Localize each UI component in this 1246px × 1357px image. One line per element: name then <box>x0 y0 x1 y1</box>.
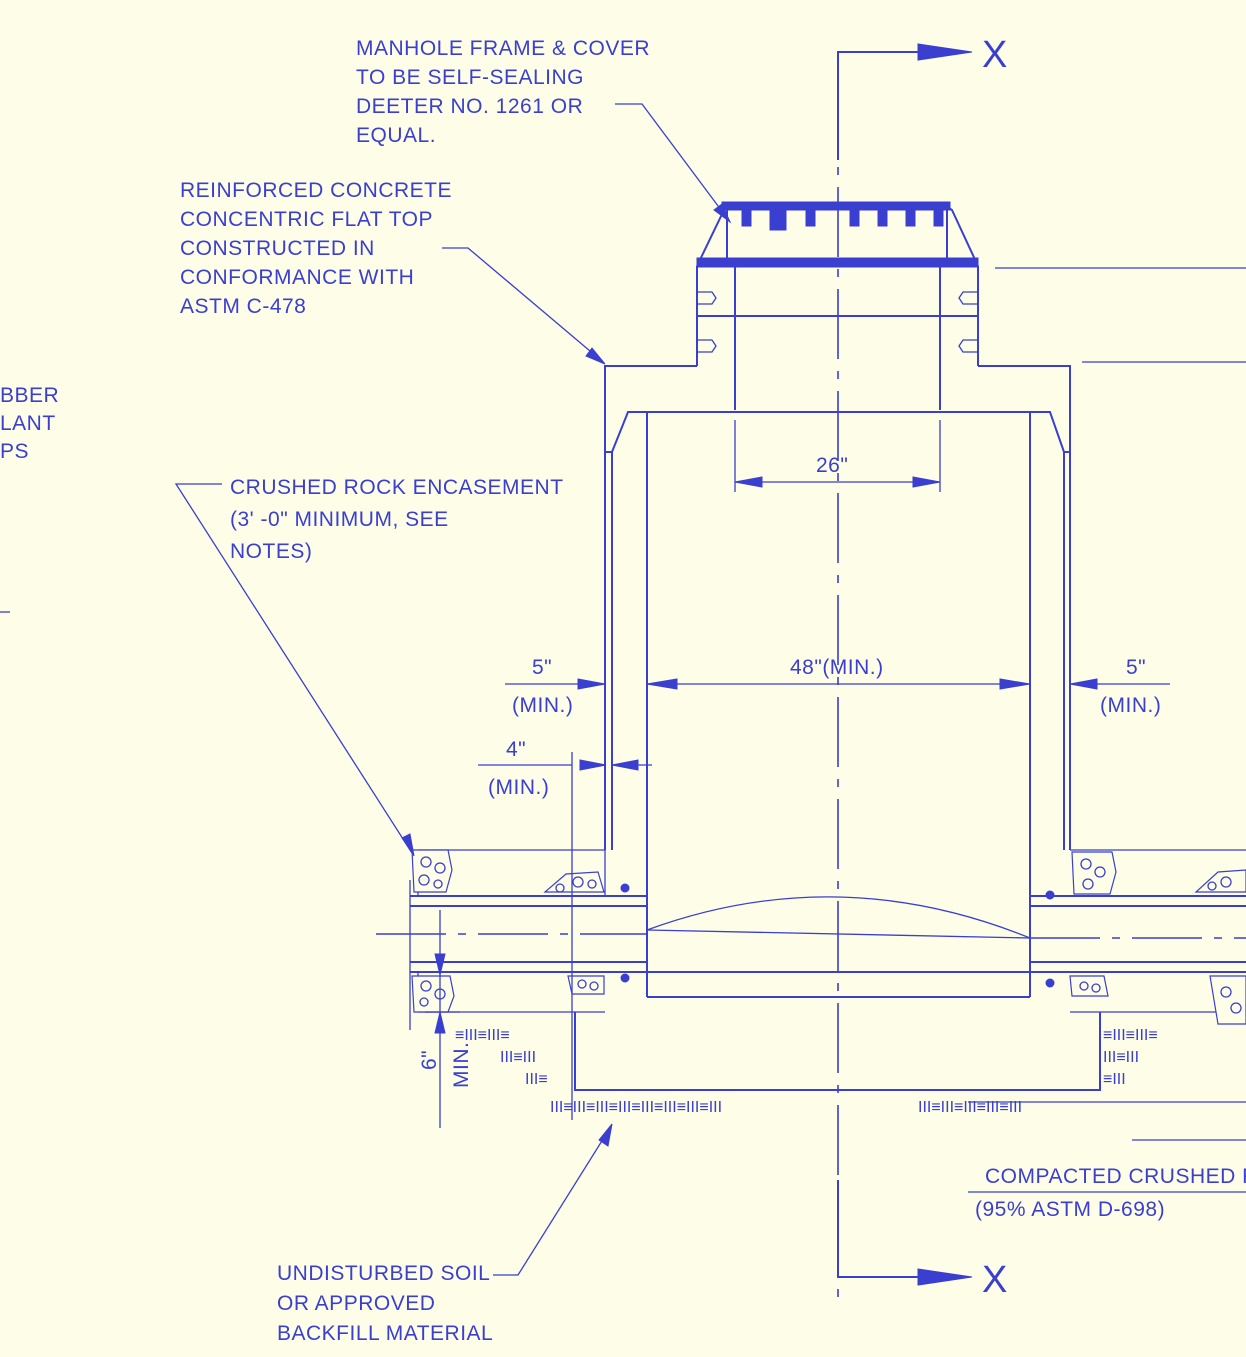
base-slab <box>574 1012 1101 1091</box>
manhole-riser <box>646 412 1031 998</box>
label-rock-encasement: CRUSHED ROCK ENCASEMENT (3' -0" MINIMUM,… <box>174 476 564 857</box>
label-left-cut: BBER LANT PS <box>0 384 59 613</box>
label-undisturbed-soil-line2: OR APPROVED <box>277 1292 435 1315</box>
flat-top-slab <box>604 365 1071 850</box>
invert-channel <box>646 896 1031 973</box>
reference-lines-right <box>968 267 1246 1141</box>
hatch-bottom-left: III≡III≡III≡III≡III≡III≡III≡III <box>550 1099 722 1116</box>
label-rock-encasement-line2: (3' -0" MINIMUM, SEE <box>230 508 449 531</box>
hatch-left-row1: ≡III≡III≡ <box>455 1027 510 1044</box>
label-flat-top-line5: ASTM C-478 <box>180 295 306 318</box>
label-undisturbed-soil-line1: UNDISTURBED SOIL <box>277 1262 490 1285</box>
hatch-right-row3: ≡III <box>1103 1071 1126 1088</box>
dimension-step-min: (MIN.) <box>488 776 549 799</box>
label-undisturbed-soil-line3: BACKFILL MATERIAL <box>277 1322 493 1345</box>
label-frame-cover-line2: TO BE SELF-SEALING <box>356 66 584 89</box>
label-left-cut-line2: LANT <box>0 412 56 435</box>
label-compacted-rock-line1: COMPACTED CRUSHED R <box>985 1165 1246 1188</box>
dimension-wall-left: 5" (MIN.) <box>505 656 606 717</box>
label-frame-cover: MANHOLE FRAME & COVER TO BE SELF-SEALING… <box>356 37 732 224</box>
label-frame-cover-line3: DEETER NO. 1261 OR <box>356 95 583 118</box>
dimension-wall-left-min: (MIN.) <box>512 694 573 717</box>
grade-rings <box>696 266 979 410</box>
dimension-wall-left-value: 5" <box>532 656 552 679</box>
label-frame-cover-line4: EQUAL. <box>356 124 436 147</box>
label-compacted-rock-line2: (95% ASTM D-698) <box>975 1198 1165 1221</box>
label-left-cut-line1: BBER <box>0 384 59 407</box>
section-mark-bottom-label: X <box>982 1259 1008 1301</box>
label-frame-cover-line1: MANHOLE FRAME & COVER <box>356 37 650 60</box>
dimension-opening-label: 26" <box>816 454 848 477</box>
label-undisturbed-soil: UNDISTURBED SOIL OR APPROVED BACKFILL MA… <box>277 1123 613 1345</box>
dimension-wall-right: 5" (MIN.) <box>1069 656 1170 717</box>
dimension-wall-right-value: 5" <box>1126 656 1146 679</box>
dimension-wall-right-min: (MIN.) <box>1100 694 1161 717</box>
label-flat-top-line1: REINFORCED CONCRETE <box>180 179 452 202</box>
dimension-base: 6" MIN. <box>418 910 473 1128</box>
label-flat-top-line4: CONFORMANCE WITH <box>180 266 414 289</box>
rock-aggregate <box>411 849 1246 1025</box>
section-mark-bottom: X <box>837 1180 1008 1301</box>
pipe-outlet-right <box>1030 895 1246 973</box>
dimension-opening: 26" <box>734 420 941 492</box>
crushed-rock-encasement <box>417 849 1246 1013</box>
label-rock-encasement-line1: CRUSHED ROCK ENCASEMENT <box>230 476 564 499</box>
hatch-right-row2: III≡III <box>1103 1049 1139 1066</box>
section-mark-top: X <box>837 34 1008 160</box>
dimension-base-min: MIN. <box>450 1042 473 1088</box>
section-mark-top-label: X <box>982 34 1008 76</box>
hatch-left-row2: III≡III <box>500 1049 536 1066</box>
dimension-step-value: 4" <box>506 738 526 761</box>
label-flat-top-line3: CONSTRUCTED IN <box>180 237 375 260</box>
dimension-base-value: 6" <box>418 1050 441 1070</box>
hatch-bottom-right: III≡III≡III≡III≡III <box>918 1099 1022 1116</box>
hatch-left-row3: III≡ <box>525 1071 548 1088</box>
dimension-inside-diameter: 48"(MIN.) <box>646 656 1031 690</box>
hatch-right-row1: ≡III≡III≡ <box>1103 1027 1158 1044</box>
label-flat-top-line2: CONCENTRIC FLAT TOP <box>180 208 433 231</box>
dimension-step: 4" (MIN.) <box>478 738 652 1120</box>
manhole-frame-cover <box>696 201 979 268</box>
rubber-sealant-dots <box>620 883 1055 988</box>
label-rock-encasement-line3: NOTES) <box>230 540 312 563</box>
label-flat-top: REINFORCED CONCRETE CONCENTRIC FLAT TOP … <box>180 179 606 365</box>
dimension-inside-diameter-label: 48"(MIN.) <box>790 656 884 679</box>
pipe-inlet-left <box>376 880 647 1030</box>
label-compacted-rock: COMPACTED CRUSHED R (95% ASTM D-698) <box>968 1165 1246 1221</box>
compacted-base-hatch: ≡III≡III≡ III≡III III≡ III≡III≡III≡III≡I… <box>455 1027 1158 1116</box>
label-left-cut-line3: PS <box>0 440 29 463</box>
